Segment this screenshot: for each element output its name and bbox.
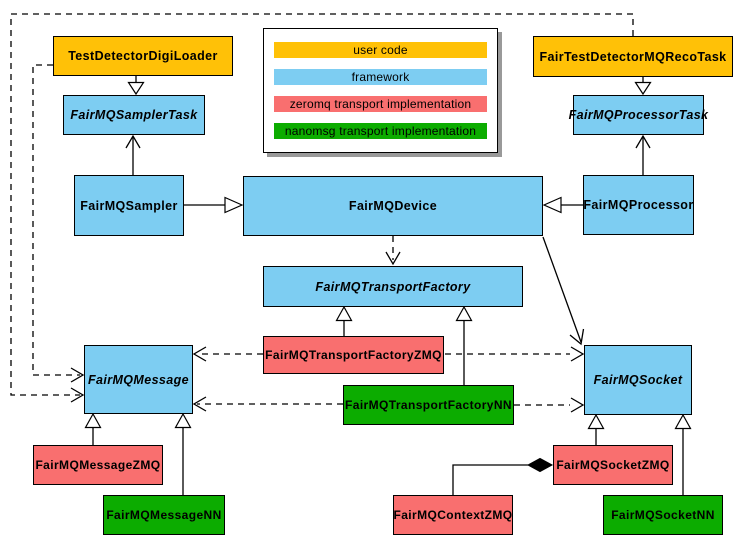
legend-item-framework: framework xyxy=(274,69,487,85)
node-fairmqsocketzmq: FairMQSocketZMQ xyxy=(553,445,673,485)
edge-sampler-device xyxy=(184,196,244,214)
node-fairmqmessagezmq: FairMQMessageZMQ xyxy=(33,445,163,485)
legend-item-zeromq: zeromq transport implementation xyxy=(274,96,487,112)
edge-tfzmq-socket xyxy=(445,346,585,362)
node-fairtestdetectormqrecotask: FairTestDetectorMQRecoTask xyxy=(533,36,733,77)
node-fairmqprocessortask: FairMQProcessorTask xyxy=(569,95,708,135)
edge-recotask-message xyxy=(10,13,634,403)
node-fairmqmessage: FairMQMessage xyxy=(84,345,193,414)
edge-device-socket xyxy=(542,236,585,346)
edge-tfnn-transportfactory xyxy=(455,305,473,385)
node-fairmqprocessor: FairMQProcessor xyxy=(583,175,694,235)
legend-item-nanomsg: nanomsg transport implementation xyxy=(274,123,487,139)
edge-tfzmq-transportfactory xyxy=(335,305,353,336)
edge-socketnn-socket xyxy=(674,413,692,495)
legend-box: user code framework zeromq transport imp… xyxy=(263,28,498,153)
node-testdetectordigiloader: TestDetectorDigiLoader xyxy=(53,36,233,76)
edge-tfnn-socket xyxy=(514,397,585,413)
node-fairmqsocket: FairMQSocket xyxy=(584,345,692,415)
edge-tfnn-message xyxy=(192,396,343,412)
node-fairmqtransportfactoryzmq: FairMQTransportFactoryZMQ xyxy=(263,336,444,374)
node-fairmqdevice: FairMQDevice xyxy=(243,176,543,236)
edge-processor-processortask xyxy=(635,134,651,175)
node-fairmqsamplertask: FairMQSamplerTask xyxy=(63,95,205,135)
edge-recotask-processortask xyxy=(634,77,652,96)
edge-device-transportfactory xyxy=(385,236,401,266)
edge-contextzmq-socketzmq xyxy=(452,457,554,495)
edge-sampler-samplertask xyxy=(125,134,141,175)
edge-messagezmq-message xyxy=(84,412,102,445)
node-fairmqsampler: FairMQSampler xyxy=(74,175,184,236)
node-fairmqmessagenn: FairMQMessageNN xyxy=(103,495,225,535)
edge-messagenn-message xyxy=(174,412,192,495)
node-fairmqcontextzmq: FairMQContextZMQ xyxy=(393,495,513,535)
edge-processor-device xyxy=(542,196,583,214)
edge-digiloader-message xyxy=(32,64,85,383)
edge-tfzmq-message xyxy=(192,346,263,362)
edge-socketzmq-socket xyxy=(587,413,605,445)
node-fairmqsocketnn: FairMQSocketNN xyxy=(603,495,723,535)
node-fairmqtransportfactorynn: FairMQTransportFactoryNN xyxy=(343,385,514,425)
edge-digiloader-samplertask xyxy=(127,76,145,96)
legend-item-user-code: user code xyxy=(274,42,487,58)
node-fairmqtransportfactory: FairMQTransportFactory xyxy=(263,266,523,307)
